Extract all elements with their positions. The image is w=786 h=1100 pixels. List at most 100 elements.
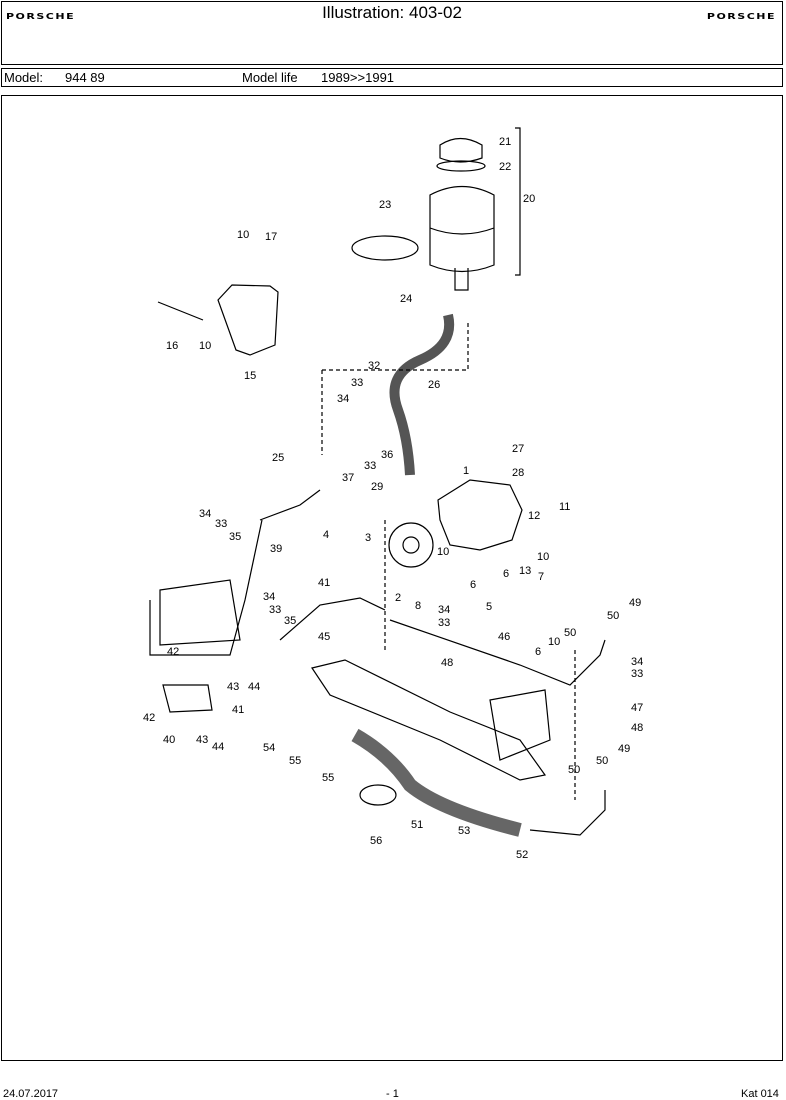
callout-label: 5 [486, 601, 492, 613]
callout-label: 3 [365, 532, 371, 544]
callout-labels: 21 22 20 23 10 17 24 16 10 15 26 32 33 3… [143, 136, 643, 861]
callout-label: 28 [512, 467, 524, 479]
callout-label: 26 [428, 379, 440, 391]
callout-label: 40 [163, 734, 175, 746]
callout-label: 48 [441, 657, 453, 669]
callout-label: 6 [470, 579, 476, 591]
callout-label: 54 [263, 742, 275, 754]
callout-label: 25 [272, 452, 284, 464]
callout-label: 49 [618, 743, 630, 755]
callout-label: 10 [237, 229, 249, 241]
callout-label: 50 [564, 627, 576, 639]
bracket-20 [515, 127, 521, 276]
callout-label: 8 [415, 600, 421, 612]
callout-label: 6 [535, 646, 541, 658]
callout-label: 4 [323, 529, 329, 541]
model-label: Model: [4, 70, 44, 85]
power-steering-pump [437, 479, 523, 551]
callout-label: 34 [438, 604, 450, 616]
callout-label: 10 [437, 546, 449, 558]
callout-label: 44 [212, 741, 224, 753]
callout-label: 29 [371, 481, 383, 493]
footer-date: 24.07.2017 [3, 1088, 59, 1100]
model-bar: Model: 944 89 Model life 1989>>1991 [1, 68, 783, 87]
callout-label: 55 [322, 772, 334, 784]
callout-label: 45 [318, 631, 330, 643]
callout-label: 23 [379, 199, 391, 211]
callout-label: 11 [559, 501, 570, 513]
callout-label: 33 [351, 377, 363, 389]
callout-label: 17 [265, 231, 277, 243]
callout-label: 24 [400, 293, 412, 305]
callout-label: 46 [498, 631, 510, 643]
pressure-hose-51 [351, 728, 522, 837]
oil-cooler-loop [159, 579, 241, 646]
callout-label: 10 [199, 340, 211, 352]
hose-clamp-56 [359, 784, 397, 806]
callout-label: 49 [629, 597, 641, 609]
callout-label: 1 [463, 465, 469, 477]
callout-label: 50 [607, 610, 619, 622]
callout-label: 32 [368, 360, 380, 372]
callout-label: 50 [568, 764, 580, 776]
callout-label: 53 [458, 825, 470, 837]
callout-label: 56 [370, 835, 382, 847]
callout-label: 35 [284, 615, 296, 627]
illustration-frame [1, 95, 783, 1061]
footer-page: - 1 [386, 1088, 399, 1100]
callout-label: 43 [196, 734, 208, 746]
callout-label: 41 [232, 704, 244, 716]
callout-label: 27 [512, 443, 524, 455]
callout-label: 37 [342, 472, 354, 484]
callout-label: 13 [519, 565, 531, 577]
model-life-value: 1989>>1991 [321, 70, 395, 85]
callout-label: 47 [631, 702, 643, 714]
callout-label: 42 [167, 646, 179, 658]
model-value: 944 89 [65, 70, 105, 85]
callout-label: 33 [215, 518, 227, 530]
callout-label: 41 [318, 577, 330, 589]
o-ring-22 [436, 160, 486, 172]
callout-label: 34 [263, 591, 275, 603]
callout-label: 33 [269, 604, 281, 616]
callout-label: 21 [499, 136, 511, 148]
callout-label: 43 [227, 681, 239, 693]
mounting-bracket-15 [217, 284, 279, 356]
callout-label: 36 [381, 449, 393, 461]
callout-label: 7 [538, 571, 544, 583]
callout-label: 52 [516, 849, 528, 861]
callout-label: 34 [631, 656, 643, 668]
callout-label: 34 [199, 508, 211, 520]
callout-label: 35 [229, 531, 241, 543]
fluid-reservoir [429, 186, 495, 273]
footer-catalog: Kat 014 [741, 1088, 779, 1100]
callout-label: 33 [364, 460, 376, 472]
callout-label: 51 [411, 819, 423, 831]
steering-rack [311, 659, 547, 781]
callout-label: 10 [548, 636, 560, 648]
header-box: PORSCHE Illustration: 403-02 PORSCHE [1, 1, 783, 65]
callout-label: 48 [631, 722, 643, 734]
callout-label: 20 [523, 193, 535, 205]
page-title: Illustration: 403-02 [322, 3, 462, 22]
hose-clamp-23 [351, 235, 419, 261]
pump-pulley [388, 522, 434, 568]
callout-label: 2 [395, 592, 401, 604]
callout-label: 33 [631, 668, 643, 680]
callout-label: 44 [248, 681, 260, 693]
reservoir-cap [439, 137, 483, 163]
callout-label: 50 [596, 755, 608, 767]
brand-logo-left: PORSCHE [6, 11, 76, 22]
model-life-label: Model life [242, 70, 298, 85]
bracket-40 [162, 684, 213, 713]
callout-label: 33 [438, 617, 450, 629]
brand-logo-right: PORSCHE [706, 11, 776, 22]
callout-label: 39 [270, 543, 282, 555]
callout-label: 55 [289, 755, 301, 767]
callout-label: 10 [537, 551, 549, 563]
callout-label: 6 [503, 568, 509, 580]
callout-label: 34 [337, 393, 349, 405]
callout-label: 16 [166, 340, 178, 352]
callout-label: 22 [499, 161, 511, 173]
